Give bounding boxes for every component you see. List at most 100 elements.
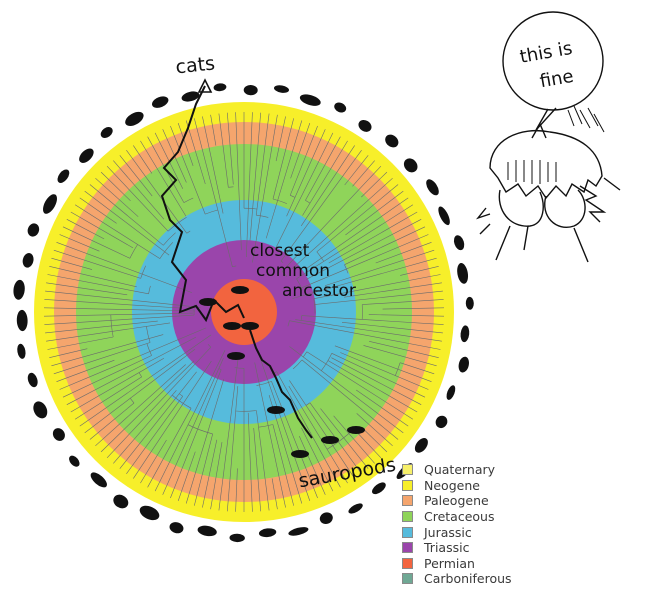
animal-silhouette-icon bbox=[458, 356, 469, 373]
legend-label: Triassic bbox=[424, 540, 470, 556]
tree-branch bbox=[126, 396, 183, 474]
animal-silhouette-icon bbox=[27, 372, 38, 388]
tree-branch bbox=[334, 345, 432, 382]
tree-branch bbox=[272, 118, 294, 200]
tree-branch bbox=[79, 197, 117, 224]
tree-branch bbox=[289, 125, 318, 196]
figure-hand-left bbox=[498, 189, 544, 227]
legend-label: Cretaceous bbox=[424, 509, 495, 525]
tree-branch bbox=[210, 442, 223, 510]
animal-silhouette-icon bbox=[453, 235, 465, 251]
tree-branch bbox=[43, 307, 196, 312]
legend-item-cretaceous: Cretaceous bbox=[402, 509, 562, 525]
tree-branch bbox=[106, 346, 212, 459]
tree-node-arc bbox=[167, 216, 187, 232]
tree-branch bbox=[331, 353, 426, 398]
tree-node-arc bbox=[207, 344, 212, 348]
tree-branch bbox=[47, 336, 114, 350]
tree-branch bbox=[49, 266, 137, 288]
animal-silhouette-icon bbox=[69, 455, 80, 467]
legend-item-carboniferous: Carboniferous bbox=[402, 571, 562, 587]
animal-silhouette-icon bbox=[465, 296, 474, 310]
legend-swatch bbox=[402, 495, 413, 507]
tree-branch bbox=[316, 184, 399, 253]
animal-silhouette-icon bbox=[139, 505, 160, 521]
tree-branch bbox=[299, 234, 429, 290]
tree-branch bbox=[320, 408, 369, 469]
legend-label: Paleogene bbox=[424, 493, 489, 509]
tree-branch bbox=[363, 345, 437, 367]
tree-branch bbox=[382, 307, 445, 310]
tree-branch bbox=[344, 226, 426, 265]
tree-branch bbox=[84, 348, 196, 434]
tree-branch bbox=[369, 341, 439, 358]
tree-branch bbox=[100, 171, 131, 202]
tree-branch bbox=[70, 211, 134, 249]
tree-branch bbox=[185, 120, 206, 184]
tree-node-arc bbox=[272, 198, 288, 204]
tree-branch bbox=[194, 433, 213, 506]
animal-silhouette-icon bbox=[385, 134, 399, 148]
tree-branch bbox=[290, 123, 311, 179]
figure-body bbox=[495, 225, 589, 263]
tree-branch bbox=[249, 112, 261, 241]
animal-silhouette-icon bbox=[414, 438, 428, 453]
animal-silhouette-icon bbox=[57, 169, 70, 183]
animal-silhouette-icon bbox=[90, 472, 107, 488]
animal-silhouette-icon bbox=[258, 528, 277, 538]
tree-branch bbox=[45, 320, 158, 334]
tree-branch bbox=[194, 118, 233, 267]
tree-branch bbox=[170, 125, 206, 215]
tree-branch bbox=[291, 177, 393, 270]
tree-branch bbox=[227, 386, 239, 512]
legend-swatch bbox=[402, 573, 413, 585]
tree-branch bbox=[84, 190, 170, 256]
tree-branch bbox=[341, 322, 443, 334]
legend-swatch bbox=[402, 464, 413, 476]
tree-node-arc bbox=[140, 265, 146, 279]
tree-branch bbox=[95, 364, 186, 447]
tree-node-arc bbox=[148, 285, 151, 294]
cats-arrowhead bbox=[197, 78, 213, 93]
tree-branch bbox=[361, 171, 388, 198]
animal-silhouette-icon bbox=[446, 385, 456, 400]
tree-branch bbox=[280, 150, 362, 262]
animal-silhouette-icon bbox=[243, 84, 258, 96]
tree-branch bbox=[289, 380, 355, 479]
animal-silhouette-icon bbox=[227, 352, 245, 360]
tree-branch bbox=[74, 376, 142, 420]
animal-silhouette-icon bbox=[241, 322, 259, 330]
animal-silhouette-icon bbox=[273, 85, 290, 93]
tree-branch bbox=[74, 204, 161, 259]
animal-silhouette-icon bbox=[347, 426, 365, 434]
tree-branch bbox=[375, 242, 432, 264]
tree-branch bbox=[119, 155, 153, 197]
animal-silhouette-icon bbox=[152, 96, 169, 108]
tree-branch bbox=[44, 299, 180, 309]
tree-branch bbox=[254, 362, 286, 508]
animal-silhouette-icon bbox=[100, 127, 113, 138]
tree-branch bbox=[95, 177, 139, 217]
tree-branch bbox=[170, 369, 222, 499]
animal-silhouette-icon bbox=[299, 94, 321, 106]
tree-branch bbox=[59, 327, 207, 390]
tree-branch bbox=[45, 290, 201, 308]
tree-branch bbox=[53, 249, 141, 279]
legend-label: Jurassic bbox=[424, 524, 472, 540]
animal-silhouette-icon bbox=[113, 494, 129, 509]
animal-silhouette-icon bbox=[358, 119, 372, 132]
tree-branch bbox=[62, 226, 131, 259]
figure-hand-right bbox=[544, 189, 586, 228]
tree-node-arc bbox=[228, 186, 234, 188]
tree-branch bbox=[331, 357, 422, 405]
tree-branch bbox=[154, 350, 226, 492]
speech-bubble bbox=[502, 11, 604, 111]
cats-label: cats bbox=[175, 52, 217, 78]
tree-branch bbox=[328, 211, 418, 264]
tree-branch bbox=[271, 381, 318, 499]
legend-item-quaternary: Quaternary bbox=[402, 462, 562, 478]
tree-node-arc bbox=[193, 304, 195, 316]
tree-branch bbox=[253, 427, 261, 512]
tree-branch bbox=[289, 346, 404, 434]
